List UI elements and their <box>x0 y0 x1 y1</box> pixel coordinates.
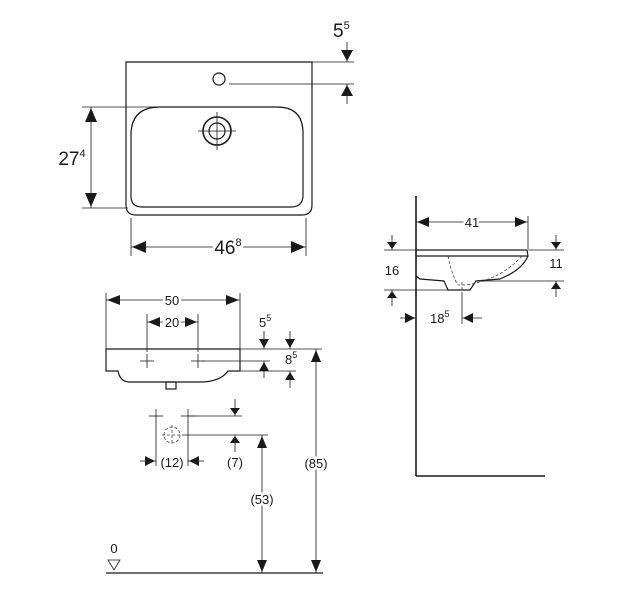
dim-outlet-drop-value: (7) <box>227 455 243 470</box>
dim-height-right-value: 11 <box>549 256 563 271</box>
dim-rim-total-height-value: (85) <box>304 456 327 471</box>
svg-text:274: 274 <box>58 148 85 170</box>
dim-width-fraction: 8 <box>236 237 242 249</box>
svg-text:55: 55 <box>259 313 271 330</box>
dim-outlet-spacing-value: (12) <box>160 455 183 470</box>
floor-label: 0 <box>110 541 117 556</box>
dim-rim-height-value: 8 <box>285 352 292 367</box>
dim-tap-offset-value: 5 <box>333 21 344 42</box>
dim-top-offset-value: 5 <box>259 315 266 330</box>
dim-outlet-spacing: (12) <box>140 422 204 470</box>
basin-bowl-outline <box>130 106 304 208</box>
tap-hole <box>212 72 226 86</box>
dim-width-value: 46 <box>214 238 235 259</box>
bracket-hole-left <box>140 354 154 368</box>
dim-tap-offset-fraction: 5 <box>344 20 350 32</box>
outlet-centre-left <box>149 409 163 423</box>
svg-text:468: 468 <box>214 237 241 259</box>
dim-bracket-spacing: 20 <box>146 313 199 352</box>
svg-text:55: 55 <box>333 20 350 42</box>
front-view: 50 20 55 85 <box>105 291 330 574</box>
dim-outlet-distance-value: 18 <box>430 311 444 326</box>
dim-outlet-distance: 185 <box>400 292 482 326</box>
dim-depth: 274 <box>58 106 165 209</box>
dim-width: 468 <box>130 218 307 262</box>
side-view: 41 16 11 185 <box>384 196 564 477</box>
dim-projection-value: 41 <box>465 215 479 230</box>
dim-top-offset: 55 <box>202 313 296 378</box>
basin-front-outline <box>105 348 241 383</box>
top-view: 55 274 468 <box>58 20 354 262</box>
drain-icon <box>198 112 236 150</box>
dim-outlet-height: (53) <box>248 435 276 573</box>
dim-outlet-distance-fraction: 5 <box>444 309 449 319</box>
dim-outlet-height-value: (53) <box>250 492 273 507</box>
dim-tap-offset: 55 <box>229 20 354 104</box>
dim-rim-height-fraction: 5 <box>292 350 297 360</box>
svg-text:85: 85 <box>285 350 297 367</box>
dim-bracket-span-value: 50 <box>165 293 179 308</box>
outlet-front <box>165 381 177 390</box>
dim-height-left: 16 <box>384 235 448 306</box>
dim-top-offset-fraction: 5 <box>266 313 271 323</box>
dim-depth-fraction: 4 <box>80 148 86 160</box>
dim-outlet-drop: (7) <box>182 399 268 470</box>
dim-projection: 41 <box>416 213 529 249</box>
basin-top-outline <box>125 61 313 216</box>
dim-height-right: 11 <box>476 235 564 297</box>
dim-rim-height: 85 <box>240 331 297 388</box>
dim-bracket-span: 50 <box>105 291 241 349</box>
bowl-hidden-line <box>447 255 523 286</box>
waste-outlet-icon <box>162 425 182 445</box>
svg-text:185: 185 <box>430 309 449 326</box>
dim-depth-value: 27 <box>58 149 79 170</box>
dim-height-left-value: 16 <box>385 263 399 278</box>
dim-rim-total-height: (85) <box>296 348 330 573</box>
floor-line: 0 <box>106 541 323 574</box>
dim-bracket-spacing-value: 20 <box>165 315 179 330</box>
